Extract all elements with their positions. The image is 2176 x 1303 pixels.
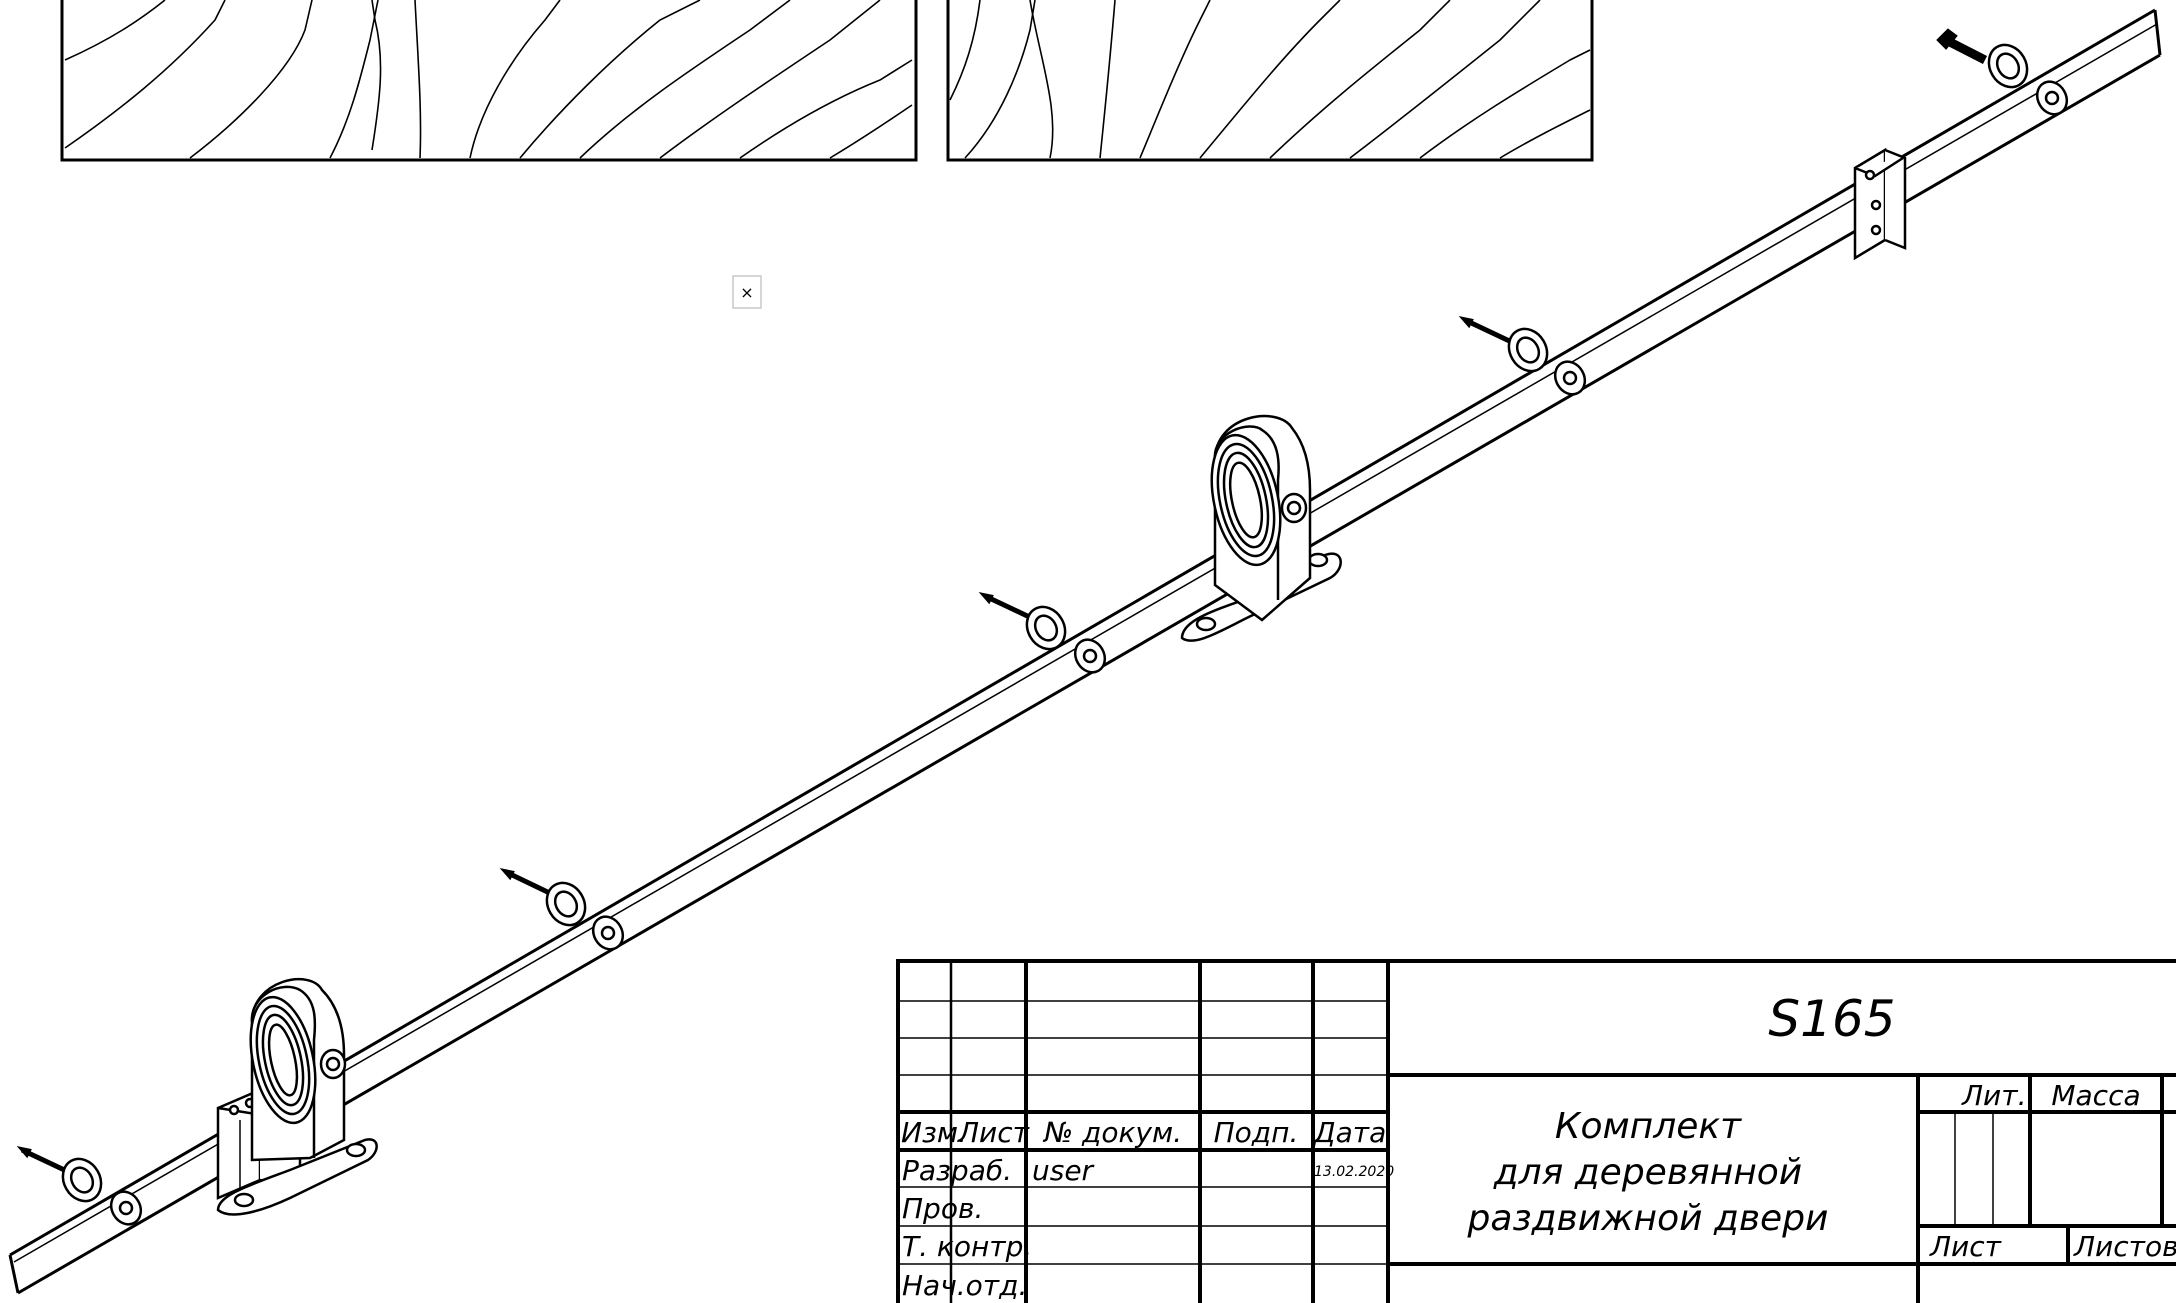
wall-spacer-5 bbox=[1936, 28, 2069, 116]
developer-date: 13.02.2020 bbox=[1314, 1164, 1394, 1180]
wall-spacer-4 bbox=[1458, 316, 1587, 396]
header-list: Лист bbox=[957, 1116, 1030, 1149]
header-doc-no: № докум. bbox=[1042, 1116, 1182, 1149]
mass-label: Масса bbox=[2051, 1079, 2140, 1112]
header-date: Дата bbox=[1312, 1116, 1387, 1149]
roller-middle bbox=[1180, 414, 1342, 642]
role-department-head: Нач.отд. bbox=[902, 1269, 1027, 1302]
title-block bbox=[896, 959, 2176, 1303]
roller-left bbox=[216, 977, 378, 1216]
role-tech-control: Т. контр. bbox=[902, 1230, 1032, 1263]
drawing-name-line-2: для деревянной bbox=[1493, 1152, 1802, 1193]
broken-image-icon: × bbox=[732, 275, 762, 309]
developer-name: user bbox=[1032, 1154, 1095, 1187]
door-panel-left bbox=[60, 0, 918, 162]
header-sign: Подп. bbox=[1214, 1116, 1299, 1149]
wall-spacer-3 bbox=[978, 592, 1107, 674]
drawing-name-line-1: Комплект bbox=[1555, 1106, 1742, 1147]
wall-spacers bbox=[16, 28, 2069, 1226]
drawing-designation: S165 bbox=[1768, 990, 1895, 1048]
wall-spacer-2 bbox=[499, 868, 625, 951]
wood-grain-left bbox=[64, 0, 913, 159]
wall-spacer-1 bbox=[16, 1146, 143, 1226]
role-developer: Разраб. bbox=[902, 1154, 1012, 1187]
sheet-label: Лист bbox=[1929, 1230, 2002, 1263]
rail-stop-right bbox=[1853, 147, 1907, 261]
wood-grain-right bbox=[949, 0, 1591, 159]
role-checker: Пров. bbox=[902, 1192, 983, 1225]
sheets-label: Листов bbox=[2073, 1230, 2176, 1263]
header-izm: Изм. bbox=[901, 1116, 967, 1149]
lit-label: Лит. bbox=[1961, 1079, 2026, 1112]
door-panel-right bbox=[946, 0, 1594, 162]
svg-text:×: × bbox=[740, 283, 753, 302]
drawing-name-line-3: раздвижной двери bbox=[1467, 1198, 1829, 1239]
